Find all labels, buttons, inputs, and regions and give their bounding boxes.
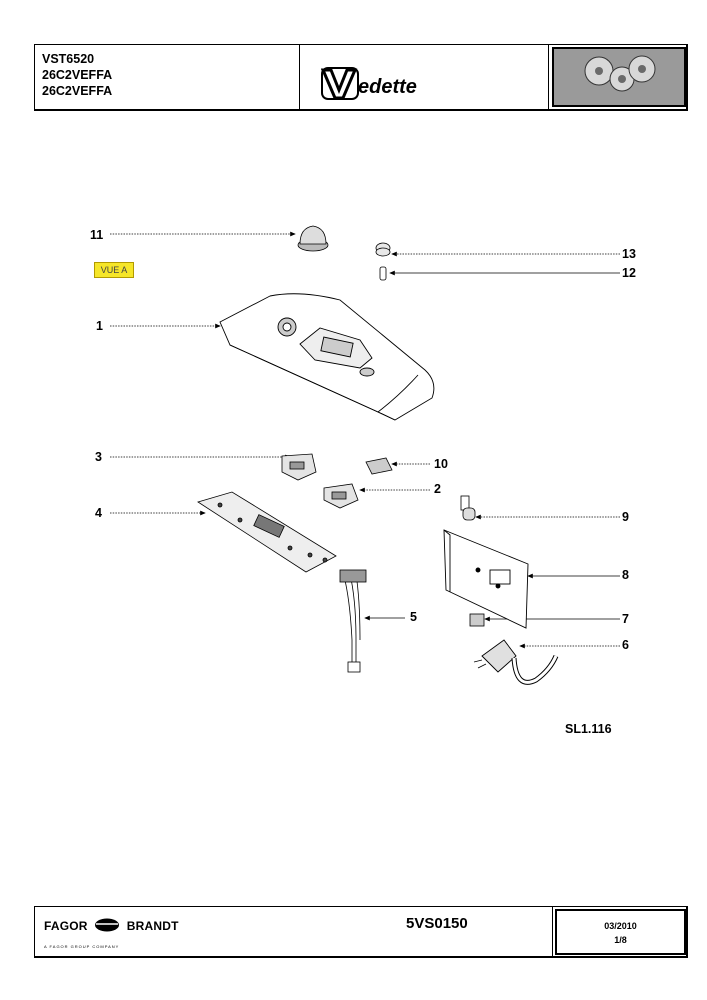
page-number: 1/8 bbox=[614, 935, 627, 945]
manufacturer-left: FAGOR bbox=[44, 919, 88, 933]
callout-9: 9 bbox=[622, 510, 629, 524]
model-code: 26C2VEFFA bbox=[42, 68, 113, 82]
callout-11: 11 bbox=[90, 228, 104, 242]
callout-1: 1 bbox=[96, 319, 103, 333]
header-frame bbox=[34, 44, 688, 111]
mounting-plate-part bbox=[443, 529, 529, 629]
callout-10: 10 bbox=[434, 457, 448, 471]
model-code: VST6520 bbox=[42, 52, 95, 66]
sensor-part bbox=[460, 495, 476, 521]
model-list: VST6520 26C2VEFFA 26C2VEFFA bbox=[42, 51, 112, 99]
callout-4: 4 bbox=[95, 506, 102, 520]
callout-6: 6 bbox=[622, 638, 629, 652]
header-divider bbox=[299, 44, 300, 111]
date-page-box: 03/2010 1/8 bbox=[555, 909, 686, 955]
clamp-part bbox=[469, 613, 485, 627]
buzzer-part bbox=[365, 457, 393, 475]
cap-part bbox=[375, 242, 391, 257]
model-code: 26C2VEFFA bbox=[42, 84, 113, 98]
footer-divider bbox=[552, 906, 553, 958]
document-date: 03/2010 bbox=[604, 921, 637, 931]
diagram-reference: SL1.116 bbox=[565, 722, 612, 736]
footer-frame bbox=[34, 906, 688, 958]
document-number: 5VS0150 bbox=[406, 915, 468, 932]
header-divider bbox=[548, 44, 549, 111]
view-label: VUE A bbox=[94, 262, 134, 278]
callout-2: 2 bbox=[434, 482, 441, 496]
manufacturer-right: BRANDT bbox=[126, 919, 179, 933]
wire-harness-part bbox=[339, 569, 367, 673]
knob-part bbox=[297, 225, 329, 252]
company-tagline: A FAGOR GROUP COMPANY bbox=[44, 944, 120, 949]
control-panel-part bbox=[219, 293, 435, 421]
callout-5: 5 bbox=[410, 610, 417, 624]
fagor-brandt-logo: FAGOR BRANDT bbox=[44, 918, 179, 933]
callout-3: 3 bbox=[95, 450, 102, 464]
callout-7: 7 bbox=[622, 612, 629, 626]
bracket-part bbox=[323, 483, 359, 509]
gears-logo bbox=[552, 47, 686, 107]
svg-text:edette: edette bbox=[358, 76, 417, 98]
power-cord-part bbox=[473, 639, 559, 685]
callout-13: 13 bbox=[622, 247, 636, 261]
circuit-board-part bbox=[197, 491, 337, 573]
vedette-logo: edette bbox=[320, 66, 425, 105]
callout-8: 8 bbox=[622, 568, 629, 582]
brand-mark-icon bbox=[95, 918, 120, 932]
bracket-part bbox=[281, 453, 317, 481]
callout-12: 12 bbox=[622, 266, 636, 280]
clip-part bbox=[379, 266, 387, 281]
